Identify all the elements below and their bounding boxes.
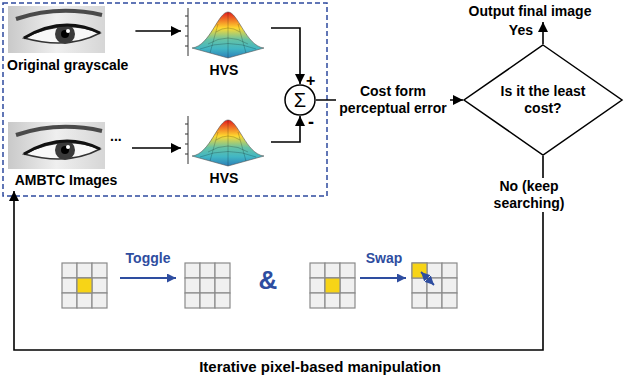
pixel-grid <box>185 263 230 308</box>
edge-label: Cost form perceptual error <box>336 83 450 117</box>
swap-arrow <box>360 277 406 279</box>
caption-label: Iterative pixel-based manipulation <box>199 358 441 375</box>
edge-label: No (keep searching) <box>464 178 594 212</box>
flow-arrow <box>271 28 300 84</box>
eye-image <box>8 122 105 169</box>
edge-label: Yes <box>507 22 535 39</box>
operation-label: Swap <box>366 250 403 266</box>
pixel-grid <box>310 263 355 308</box>
swap-double-arrow <box>421 272 434 285</box>
flow-arrow <box>135 30 181 32</box>
hvs-box: HVS <box>179 6 269 79</box>
pixel-grid <box>62 263 107 308</box>
output-text: Output final image <box>466 3 595 20</box>
operation-label: Toggle <box>126 250 171 266</box>
pixel-grid <box>412 263 457 308</box>
hvs-box: HVS <box>179 114 269 187</box>
hvs-surface-plot <box>185 116 264 166</box>
image-box: AMBTC Images <box>4 120 128 189</box>
diamond-shape <box>464 45 622 155</box>
node-text: Original grayscale <box>7 57 128 74</box>
sum-circle-shape <box>285 85 315 115</box>
ampersand: & <box>259 265 278 296</box>
toggle-arrow <box>120 277 176 279</box>
toggled-pixel <box>77 278 92 293</box>
node-text: HVS <box>182 170 266 187</box>
flow-arrow <box>132 147 181 149</box>
dashed-group-frame <box>3 3 327 196</box>
node-text: Is it the least cost? <box>497 83 589 117</box>
node-text: HVS <box>182 62 266 79</box>
hvs-surface-plot <box>185 8 264 58</box>
ellipsis: ... <box>110 128 122 144</box>
sign-minus: - <box>308 112 314 133</box>
node-text: Output final image <box>469 3 592 20</box>
swap-pixel <box>325 278 340 293</box>
decision-diamond: Is it the least cost? <box>463 44 623 156</box>
flow-arrow <box>542 22 544 44</box>
node-text: AMBTC Images <box>7 172 125 189</box>
image-box: Original grayscale <box>4 6 131 74</box>
sign-plus: + <box>306 72 315 90</box>
node-text: Σ <box>294 90 306 110</box>
flow-arrow <box>271 116 300 142</box>
eye-image <box>8 6 105 53</box>
